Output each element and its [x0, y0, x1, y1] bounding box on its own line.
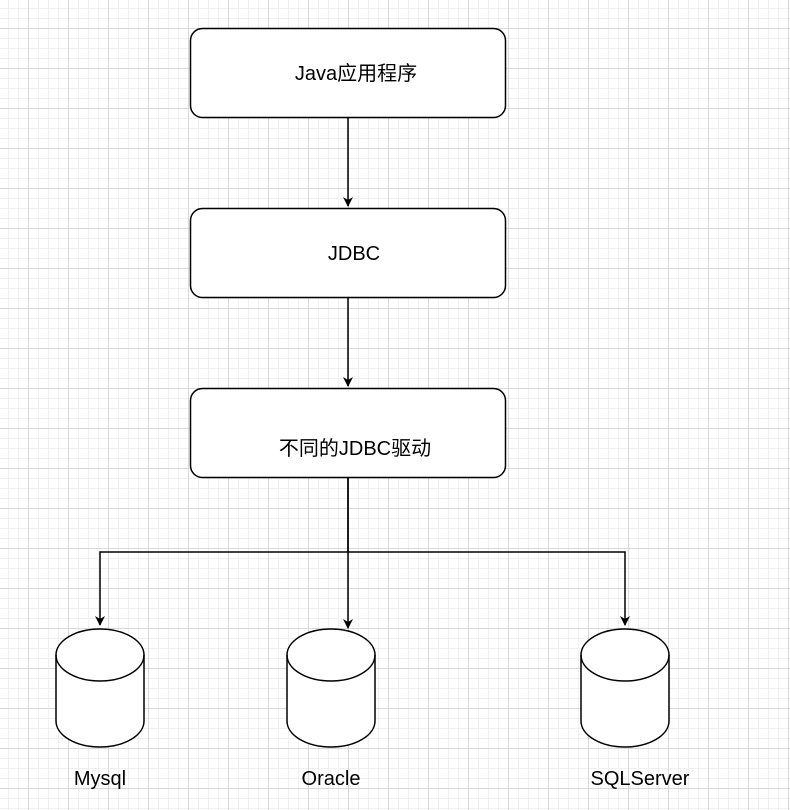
- node-jdbc-drivers[interactable]: 不同的JDBC驱动: [189, 387, 507, 479]
- node-jdbc[interactable]: JDBC: [189, 207, 507, 299]
- node-java-app-label: Java应用程序: [295, 62, 417, 85]
- database-cylinder-icon: [580, 628, 670, 748]
- arrow-drivers-to-sqlserver: [348, 551, 630, 626]
- node-jdbc-label: JDBC: [328, 243, 380, 265]
- database-mysql[interactable]: Mysql: [55, 628, 145, 790]
- database-oracle-label: Oracle: [302, 768, 361, 790]
- database-mysql-label: Mysql: [74, 768, 126, 790]
- node-jdbc-drivers-label: 不同的JDBC驱动: [279, 437, 431, 460]
- database-oracle[interactable]: Oracle: [286, 628, 376, 790]
- node-java-app[interactable]: Java应用程序: [189, 27, 507, 119]
- arrow-drivers-to-mysql: [95, 478, 349, 626]
- database-cylinder-icon: [286, 628, 376, 748]
- database-sqlserver-label: SQLServer: [591, 768, 690, 790]
- database-sqlserver[interactable]: SQLServer: [580, 628, 690, 790]
- database-cylinder-icon: [55, 628, 145, 748]
